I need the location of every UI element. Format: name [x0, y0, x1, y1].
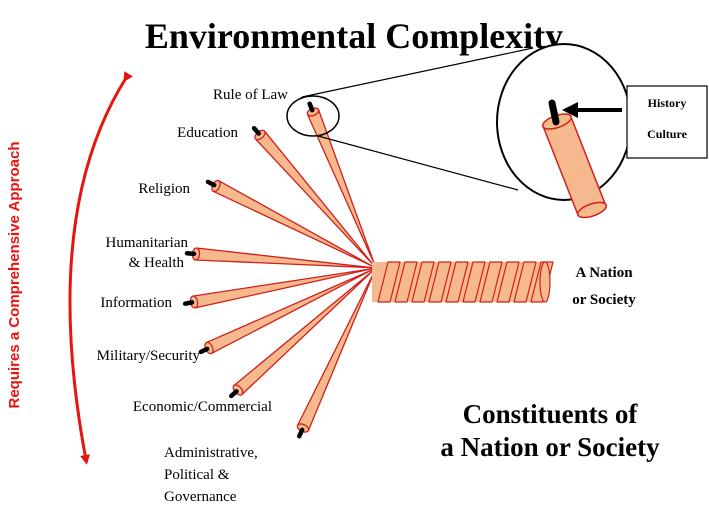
strand-body [254, 130, 375, 266]
magnified-strand [541, 99, 608, 219]
strand-cap [307, 101, 315, 113]
strand-cap [229, 389, 239, 399]
strand-label-administrative: Administrative, [164, 445, 258, 461]
strand-label-information: Information [100, 295, 172, 311]
strand-body [192, 268, 373, 309]
nation-label-line2: or Society [572, 292, 636, 308]
strand-body [296, 270, 375, 432]
strand-label-education: Education [177, 125, 238, 141]
influence-arrow [562, 102, 622, 118]
constituents-label-line1: Constituents of [463, 399, 639, 429]
strand-information [182, 268, 373, 309]
rope-twist [377, 261, 401, 303]
history-culture-box [626, 85, 708, 159]
zoom-source-ellipse [286, 95, 340, 137]
strand-label-military-security: Military/Security [97, 348, 201, 364]
strand-humanitarian-health [184, 247, 373, 269]
strand-body [306, 109, 376, 265]
rope-twist [462, 261, 486, 303]
nation-label-line1: A Nation [575, 265, 633, 281]
magnified-strand-bottom [576, 201, 608, 219]
strand-military-security [198, 269, 374, 355]
strand-cap [251, 125, 261, 136]
strand-label-political: Political & [164, 467, 230, 483]
strand-cap [297, 427, 305, 439]
nation-rope [372, 261, 554, 303]
box-label-culture: Culture [647, 127, 687, 141]
strand-cap [205, 179, 217, 188]
box-label-history: History [648, 96, 687, 110]
rope-end [539, 261, 551, 303]
rope-twist [394, 261, 418, 303]
strand-education [251, 125, 375, 266]
rope-twist [428, 261, 452, 303]
strand-cap [182, 300, 195, 306]
strand-label-religion: Religion [138, 181, 190, 197]
constituents-label-line2: a Nation or Society [440, 432, 660, 462]
zoom-line-top [301, 47, 534, 98]
zoom-callout: History Culture [286, 43, 708, 219]
strand-religion [205, 179, 374, 267]
rope-twist [513, 261, 537, 303]
side-label: Requires a Comprehensive Approach [6, 141, 23, 408]
page-title: Environmental Complexity [145, 16, 563, 56]
strand-label-health: & Health [129, 255, 185, 271]
strand-economic-commercial [229, 269, 374, 399]
strand-cap [184, 251, 197, 257]
rope-twist [479, 261, 503, 303]
strand-label-rule-of-law: Rule of Law [213, 87, 288, 103]
rope-twist [496, 261, 520, 303]
strand-label-humanitarian: Humanitarian [106, 235, 189, 251]
strand-rule-of-law [306, 101, 376, 265]
strand-label-governance: Governance [164, 489, 237, 505]
rope-twist [411, 261, 435, 303]
strands-group [182, 101, 376, 439]
strand-administrative-political-governance [296, 270, 375, 439]
magnified-strand-cap [548, 99, 560, 126]
zoom-line-bottom [317, 135, 519, 191]
strand-label-economic-commercial: Economic/Commercial [133, 399, 272, 415]
rope-twist [445, 261, 469, 303]
strand-cap [198, 346, 210, 355]
comprehensive-approach-arrow [68, 71, 133, 465]
